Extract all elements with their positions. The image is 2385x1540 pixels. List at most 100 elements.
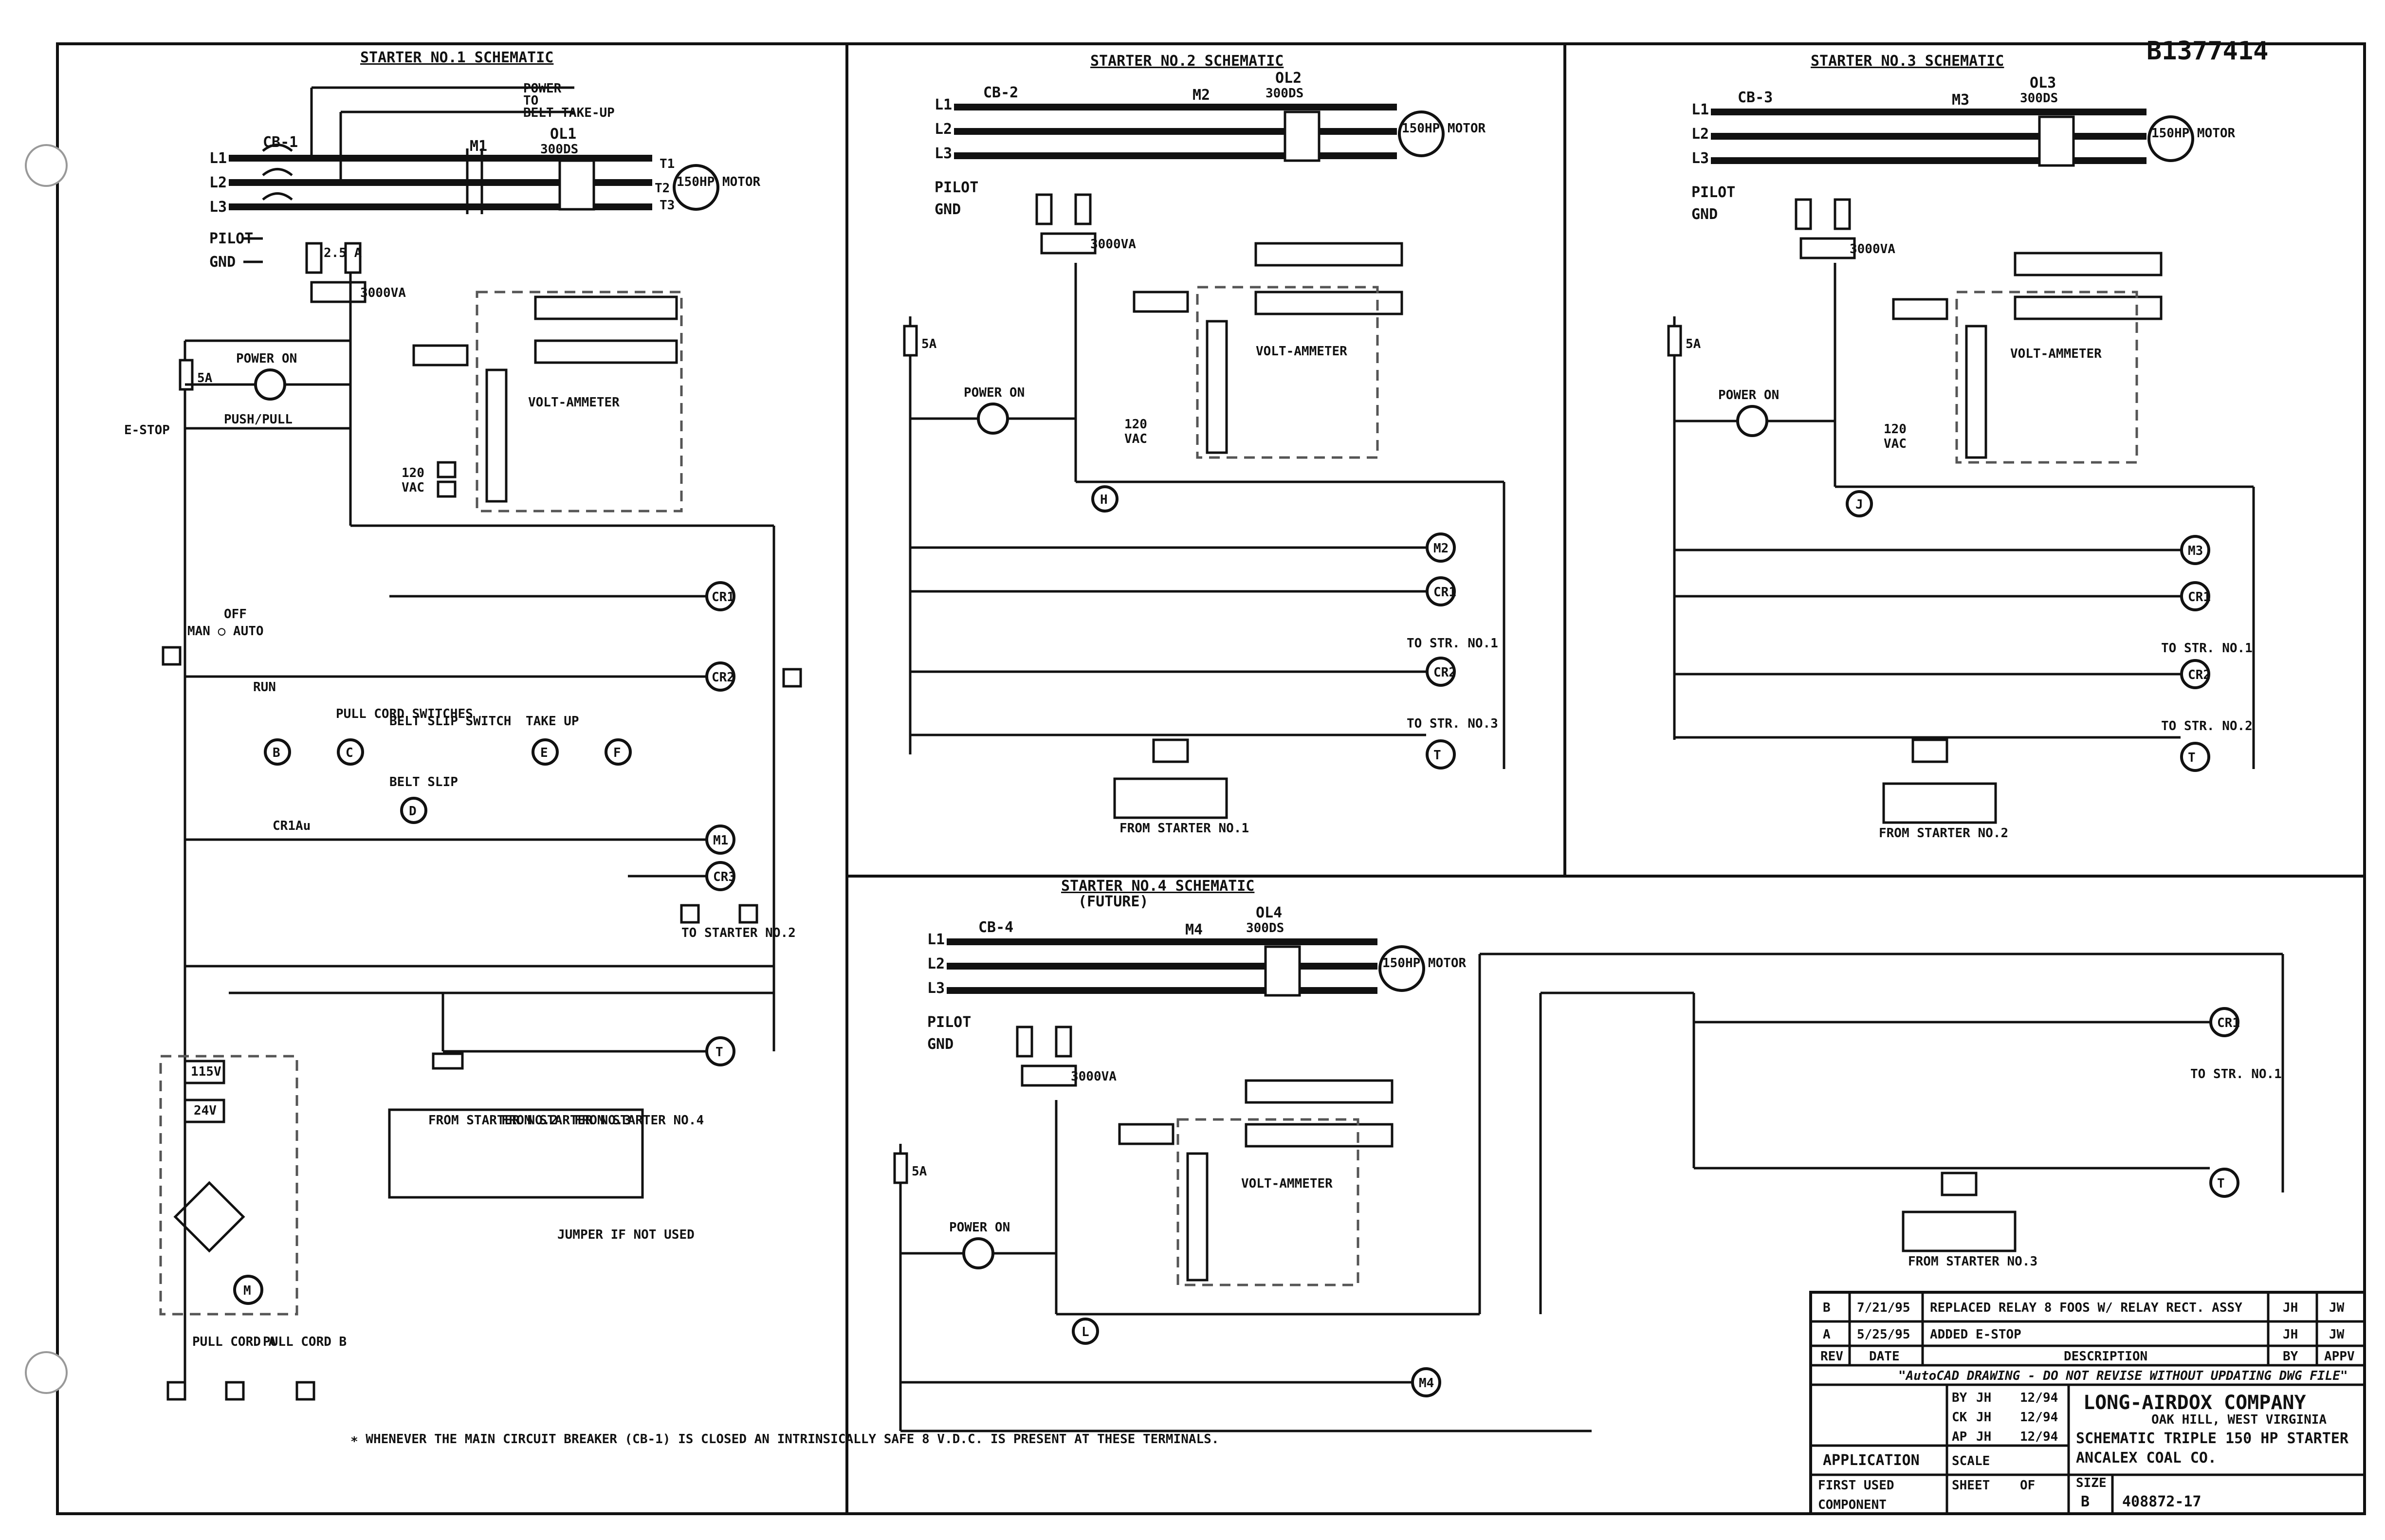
binder-hole-top (25, 144, 68, 187)
svg-text:BY: BY (1952, 1391, 1967, 1405)
s1-power-on-lamp (254, 368, 286, 401)
s1-l1-label: L1 (209, 150, 227, 167)
drawing-id: B1377414 (2146, 37, 2268, 66)
svg-text:VAC: VAC (402, 480, 424, 495)
svg-text:120: 120 (402, 466, 424, 480)
s1-motor-label: 150HP MOTOR (677, 175, 761, 189)
svg-text:CR2: CR2 (2188, 668, 2211, 682)
svg-text:12/94: 12/94 (2020, 1391, 2058, 1405)
svg-text:TO STR. NO.1: TO STR. NO.1 (2161, 641, 2253, 656)
svg-text:24V: 24V (194, 1103, 217, 1118)
starter-2-schematic: STARTER NO.2 SCHEMATIC L1 L2 L3 CB-2 M2 … (903, 53, 1505, 836)
svg-text:3000VA: 3000VA (1850, 242, 1895, 257)
svg-text:POWER ON: POWER ON (236, 351, 297, 366)
s1-meter-enclosure (476, 291, 683, 513)
svg-text:CR1: CR1 (1433, 585, 1456, 600)
svg-text:M3: M3 (1952, 92, 1969, 109)
svg-text:CB-3: CB-3 (1738, 89, 1773, 106)
svg-text:F: F (613, 746, 621, 760)
svg-text:JW: JW (2329, 1301, 2345, 1315)
svg-text:AP: AP (1952, 1430, 1967, 1444)
svg-text:FROM STARTER NO.3: FROM STARTER NO.3 (501, 1113, 631, 1128)
svg-text:FROM STARTER NO.3: FROM STARTER NO.3 (1908, 1254, 2037, 1269)
svg-text:COMPONENT: COMPONENT (1818, 1498, 1887, 1512)
svg-text:SIZE: SIZE (2076, 1476, 2107, 1490)
svg-text:JH: JH (2283, 1301, 2298, 1315)
s1-beltslip-label: BELT SLIP (389, 775, 458, 789)
svg-text:DESCRIPTION: DESCRIPTION (2064, 1349, 2147, 1364)
svg-text:FIRST USED: FIRST USED (1818, 1478, 1894, 1493)
s1-takeup-label: TAKE UP (526, 714, 579, 729)
svg-text:300DS: 300DS (1266, 86, 1303, 101)
svg-text:APPV: APPV (2324, 1349, 2355, 1364)
svg-text:M1: M1 (713, 833, 728, 848)
svg-text:CR1: CR1 (2188, 590, 2211, 605)
starter-3-title: STARTER NO.3 SCHEMATIC (1811, 53, 2004, 70)
svg-text:CR2: CR2 (1433, 665, 1456, 680)
svg-text:M4: M4 (1185, 921, 1203, 938)
svg-text:JW: JW (2329, 1327, 2345, 1342)
s1-coil-m1 (705, 825, 735, 855)
drawing-title: SCHEMATIC TRIPLE 150 HP STARTER (2076, 1430, 2349, 1447)
svg-text:300DS: 300DS (1246, 921, 1284, 935)
svg-text:TO STR. NO.2: TO STR. NO.2 (2161, 719, 2253, 733)
s1-transformer-label: 3000VA (360, 286, 406, 300)
s1-coil-cr1 (705, 581, 735, 611)
svg-text:PILOT: PILOT (935, 179, 978, 196)
svg-text:L3: L3 (1691, 150, 1709, 167)
s1-overload-rating: 300DS (540, 142, 578, 157)
svg-text:B: B (1823, 1301, 1831, 1315)
svg-text:APPLICATION: APPLICATION (1823, 1452, 1920, 1469)
svg-text:B: B (273, 746, 280, 760)
svg-text:300DS: 300DS (2020, 91, 2058, 106)
s1-safety-note: ∗ WHENEVER THE MAIN CIRCUIT BREAKER (CB-… (350, 1432, 1219, 1447)
s1-estop-label: E-STOP (124, 423, 170, 438)
svg-text:T1: T1 (660, 157, 675, 171)
s2-power-on-lamp (977, 403, 1009, 435)
svg-text:JH: JH (2283, 1327, 2298, 1342)
svg-text:CR1Au: CR1Au (273, 819, 311, 833)
s4-motor-symbol (1378, 945, 1425, 992)
starter-3-schematic: STARTER NO.3 SCHEMATIC L1 L2 L3 CB-3 M3 … (1667, 53, 2255, 841)
s1-mode-switch-label: MAN ○ AUTO (187, 624, 264, 639)
svg-text:POWER ON: POWER ON (1718, 388, 1779, 403)
svg-text:ADDED E-STOP: ADDED E-STOP (1930, 1327, 2021, 1342)
svg-text:L3: L3 (927, 980, 945, 997)
svg-text:12/94: 12/94 (2020, 1410, 2058, 1425)
svg-text:JH: JH (1976, 1430, 1991, 1444)
svg-text:M2: M2 (1433, 541, 1449, 556)
svg-text:FROM STARTER NO.2: FROM STARTER NO.2 (428, 1113, 558, 1128)
svg-text:BY: BY (2283, 1349, 2298, 1364)
svg-text:L2: L2 (927, 955, 945, 972)
s1-jumper-label: JUMPER IF NOT USED (557, 1228, 695, 1242)
svg-text:T: T (1433, 748, 1441, 763)
svg-text:3000VA: 3000VA (1071, 1069, 1117, 1084)
svg-text:D: D (409, 804, 417, 819)
svg-text:OF: OF (2020, 1478, 2035, 1493)
s1-meter-terminals (485, 368, 508, 503)
svg-text:JH: JH (1976, 1391, 1991, 1405)
svg-text:120: 120 (1124, 417, 1147, 432)
svg-text:L3: L3 (935, 145, 952, 162)
svg-text:2.5 A: 2.5 A (324, 246, 362, 260)
s1-l3-label: L3 (209, 199, 227, 216)
svg-text:PULL CORD B: PULL CORD B (263, 1335, 347, 1349)
svg-text:115V: 115V (191, 1064, 221, 1079)
svg-text:E: E (540, 746, 548, 760)
svg-text:B: B (2081, 1493, 2090, 1510)
s1-pullcord-label: PULL CORD SWITCHES (336, 707, 473, 721)
svg-text:FROM STARTER NO.4: FROM STARTER NO.4 (574, 1113, 704, 1128)
svg-text:POWER ON: POWER ON (964, 385, 1025, 400)
svg-text:CK: CK (1952, 1410, 1967, 1425)
svg-text:5A: 5A (1686, 337, 1701, 351)
customer-name: ANCALEX COAL CO. (2076, 1449, 2217, 1467)
svg-text:M: M (243, 1283, 251, 1298)
svg-text:SHEET: SHEET (1952, 1478, 1990, 1493)
s1-l2-label: L2 (209, 174, 227, 191)
s1-ct-block (558, 159, 595, 211)
svg-text:L2: L2 (935, 121, 952, 138)
svg-text:T: T (2188, 751, 2196, 765)
svg-text:PULL CORD A: PULL CORD A (192, 1335, 276, 1349)
svg-text:GND: GND (927, 1036, 954, 1053)
